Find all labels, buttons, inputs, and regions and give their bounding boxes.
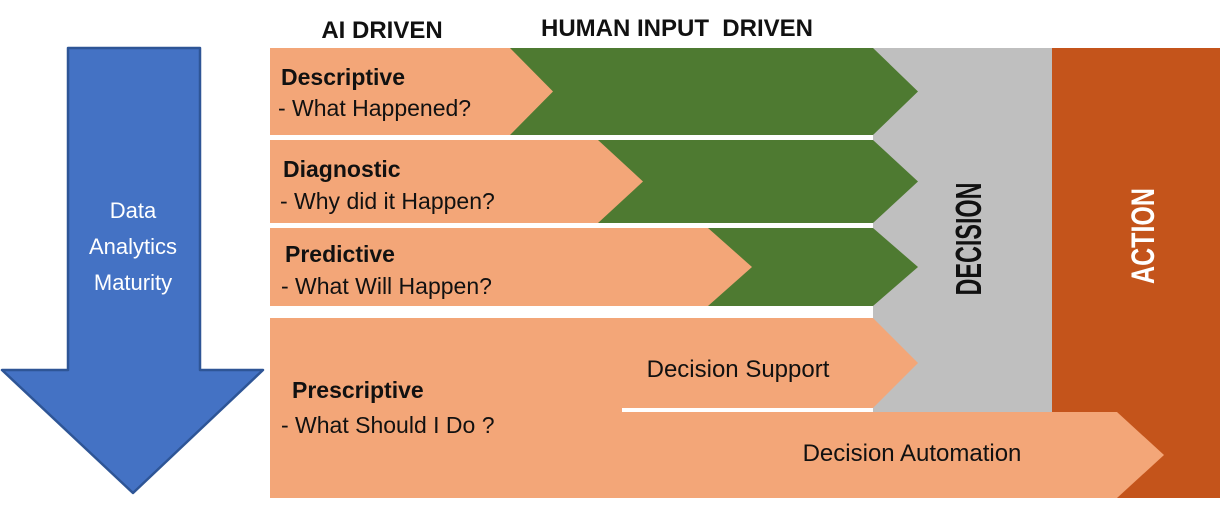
svg-text:Maturity: Maturity [94, 270, 172, 295]
row-question-predictive: - What Will Happen? [281, 273, 492, 299]
row-question-diagnostic: - Why did it Happen? [280, 188, 495, 214]
prescriptive-block [270, 318, 622, 498]
svg-text:Analytics: Analytics [89, 234, 177, 259]
ai-arrow-diagnostic [270, 140, 643, 223]
row-question-descriptive: - What Happened? [278, 95, 471, 121]
row-title-prescriptive: Prescriptive [292, 377, 424, 403]
ai-arrow-descriptive [270, 48, 553, 135]
ai-driven-label: AI DRIVEN [321, 17, 442, 44]
decision-support-label: Decision Support [647, 356, 830, 383]
ai-arrow-predictive [270, 228, 752, 306]
maturity-arrow-label: Data Analytics Maturity [89, 198, 177, 295]
decision-automation-label: Decision Automation [803, 440, 1022, 467]
svg-text:Data: Data [110, 198, 157, 223]
row-title-diagnostic: Diagnostic [283, 156, 401, 182]
row-title-descriptive: Descriptive [281, 64, 405, 90]
maturity-arrow [0, 46, 265, 495]
action-band-label: ACTION [1125, 188, 1161, 284]
row-title-predictive: Predictive [285, 241, 395, 267]
decision-band-label: DECISION [948, 183, 989, 296]
human-input-driven-label: HUMAN INPUT DRIVEN [541, 15, 813, 42]
row-question-prescriptive: - What Should I Do ? [281, 412, 495, 438]
